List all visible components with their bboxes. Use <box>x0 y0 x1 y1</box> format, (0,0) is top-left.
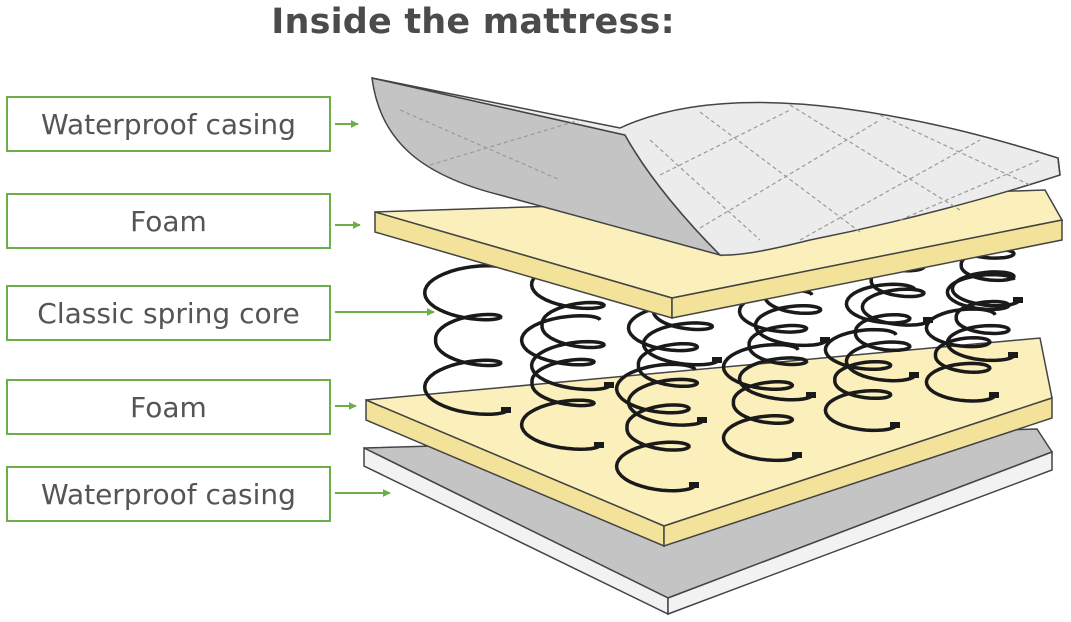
coil-spring <box>737 288 814 402</box>
label-text: Foam <box>130 390 207 424</box>
spring-clip <box>989 392 999 398</box>
label-bottom-waterproof-casing: Waterproof casing <box>6 466 331 522</box>
top-casing-top <box>371 77 1061 256</box>
stitch-line <box>789 104 961 211</box>
spring-clip <box>1013 297 1023 303</box>
stitch-line <box>699 111 861 233</box>
spring-clip <box>909 372 919 378</box>
diagram-title: Inside the mattress: <box>271 2 675 42</box>
bottom-casing-side <box>667 450 1053 616</box>
coil-spring <box>529 258 612 392</box>
spring-clip <box>792 452 802 458</box>
spring-clip <box>697 417 707 423</box>
stitch-line <box>659 109 791 176</box>
coil-spring <box>422 263 509 417</box>
stitch-line <box>899 159 1041 221</box>
label-spring-core: Classic spring core <box>6 285 331 341</box>
stitch-line <box>429 119 581 166</box>
stitch-line <box>799 139 981 241</box>
spring-clip <box>1008 352 1018 358</box>
coil-spring <box>614 362 697 493</box>
bottom-foam-layer <box>365 337 1053 548</box>
spring-clip <box>890 422 900 428</box>
bottom-foam-side <box>663 396 1053 548</box>
spring-clip <box>594 442 604 448</box>
coil-spring <box>721 342 800 463</box>
label-text: Waterproof casing <box>41 477 296 511</box>
spring-clip <box>689 482 699 488</box>
spring-clip <box>712 357 722 363</box>
stitch-line <box>399 109 561 181</box>
label-text: Classic spring core <box>37 296 300 330</box>
top-casing-layer <box>371 77 1061 257</box>
label-text: Foam <box>130 204 207 238</box>
quilt-stitching <box>399 104 1041 241</box>
spring-clip <box>820 337 830 343</box>
spring-clip <box>806 392 816 398</box>
coil-spring <box>519 313 602 452</box>
label-top-waterproof-casing: Waterproof casing <box>6 96 331 152</box>
spring-clip <box>501 407 511 413</box>
stitch-line <box>649 139 761 241</box>
spring-clip <box>604 382 614 388</box>
top-foam-side <box>671 219 1063 319</box>
pointer-arrows <box>335 120 435 497</box>
spring-clip <box>923 317 933 323</box>
coil-spring <box>924 307 997 403</box>
coil-spring <box>823 327 898 433</box>
label-text: Waterproof casing <box>41 107 296 141</box>
label-bottom-foam: Foam <box>6 379 331 435</box>
label-top-foam: Foam <box>6 193 331 249</box>
top-casing-edge <box>1057 157 1061 176</box>
